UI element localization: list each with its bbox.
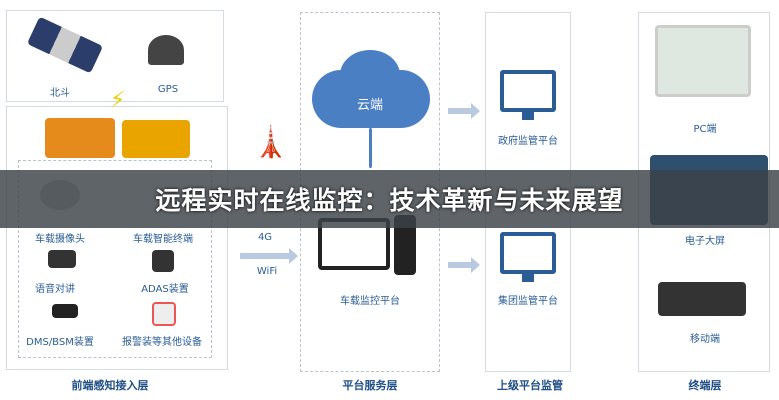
label-gps: GPS [157, 84, 179, 95]
group-monitor-icon [500, 232, 556, 282]
pc-screen-icon [655, 25, 751, 97]
label-screen: 电子大屏 [685, 236, 725, 247]
page-title: 远程实时在线监控：技术革新与未来展望 [155, 186, 624, 215]
label-wifi: WiFi [256, 266, 278, 277]
label-mobile: 移动端 [690, 334, 720, 345]
arrow-wifi [240, 248, 298, 264]
phones-icon [658, 282, 746, 316]
label-group: 集团监管平台 [498, 296, 558, 307]
satellite-dish-icon [148, 35, 184, 65]
gov-monitor-icon [500, 70, 556, 120]
cloud-connector [369, 128, 372, 168]
lightning-icon: ⚡ [110, 88, 126, 113]
label-4g: 4G [257, 232, 273, 243]
pc-tower-icon [394, 215, 416, 275]
arrow-group [448, 257, 480, 273]
alarm-icon [152, 302, 176, 326]
label-pc: PC端 [693, 124, 717, 135]
title-banner: 远程实时在线监控：技术革新与未来展望 [0, 170, 779, 228]
label-camera: 车载摄像头 [35, 234, 85, 245]
cloud-top [340, 50, 400, 100]
label-terminal: 车载智能终端 [133, 234, 193, 245]
label-alarm: 报警装等其他设备 [122, 337, 202, 348]
satellite-box [6, 10, 224, 102]
label-dms: DMS/BSM装置 [26, 337, 94, 348]
layer-front: 前端感知接入层 [71, 379, 149, 392]
devices-box [6, 106, 228, 370]
layer-upper: 上级平台监管 [497, 379, 563, 392]
devices-inner-box [18, 160, 212, 358]
label-vehicle-platform: 车载监控平台 [340, 296, 400, 307]
label-cloud: 云端 [356, 98, 383, 113]
adas-icon [152, 250, 174, 272]
arrow-gov [448, 103, 480, 119]
tower-icon: 🗼 [252, 125, 290, 160]
label-gov: 政府监管平台 [498, 136, 558, 147]
label-intercom: 语音对讲 [35, 284, 75, 295]
layer-platform: 平台服务层 [342, 379, 398, 392]
intercom-icon [48, 250, 76, 268]
label-beidou: 北斗 [50, 88, 70, 99]
label-adas: ADAS装置 [141, 284, 189, 295]
dms-icon [52, 304, 78, 318]
bus-icon [122, 120, 190, 158]
tanker-truck-icon [45, 118, 115, 158]
layer-terminal: 终端层 [688, 379, 722, 392]
